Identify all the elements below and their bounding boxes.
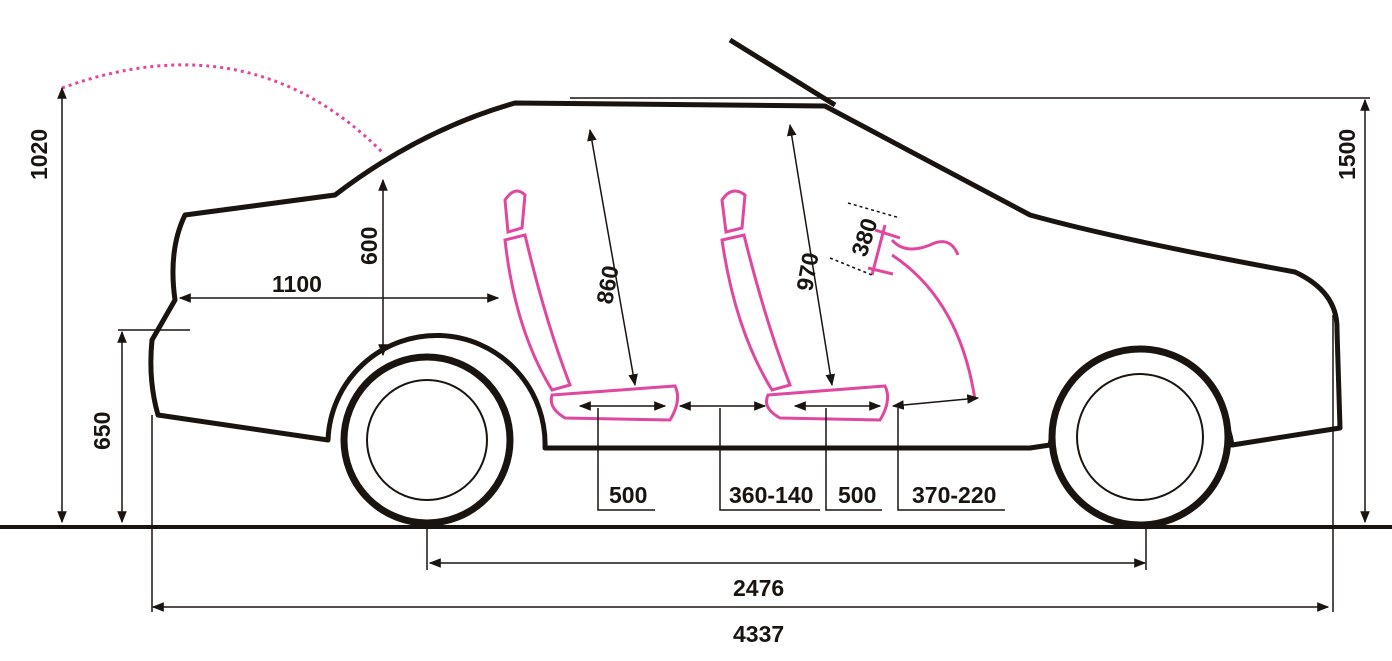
dim-line-380 [847,202,901,219]
steering-wheel [867,224,977,401]
label-600: 600 [356,227,382,265]
trunk-lid-arc [61,63,384,154]
dim-line-970 [786,123,836,387]
label-front-cushion: 500 [838,482,876,508]
dim-line-380b [829,257,873,276]
label-rear-cushion: 500 [609,482,647,508]
front-wheel [1048,345,1232,529]
rear-wheel [340,353,514,527]
label-1020: 1020 [26,129,52,180]
rear-seat [503,189,680,422]
windshield-wiper [728,37,837,108]
leader-lines [597,408,1005,511]
label-rear-legroom: 360-140 [729,482,813,508]
label-1500: 1500 [1334,129,1360,180]
label-970: 970 [791,251,823,293]
label-1100: 1100 [272,271,322,297]
dim-line-860 [587,128,638,387]
dim-line-front-legroom [891,394,980,410]
label-front-legroom: 370-220 [912,482,996,508]
label-860: 860 [591,264,623,306]
label-2476: 2476 [733,575,784,601]
extension-lines [151,315,1334,612]
label-4337: 4337 [733,621,784,647]
label-650: 650 [89,412,115,450]
